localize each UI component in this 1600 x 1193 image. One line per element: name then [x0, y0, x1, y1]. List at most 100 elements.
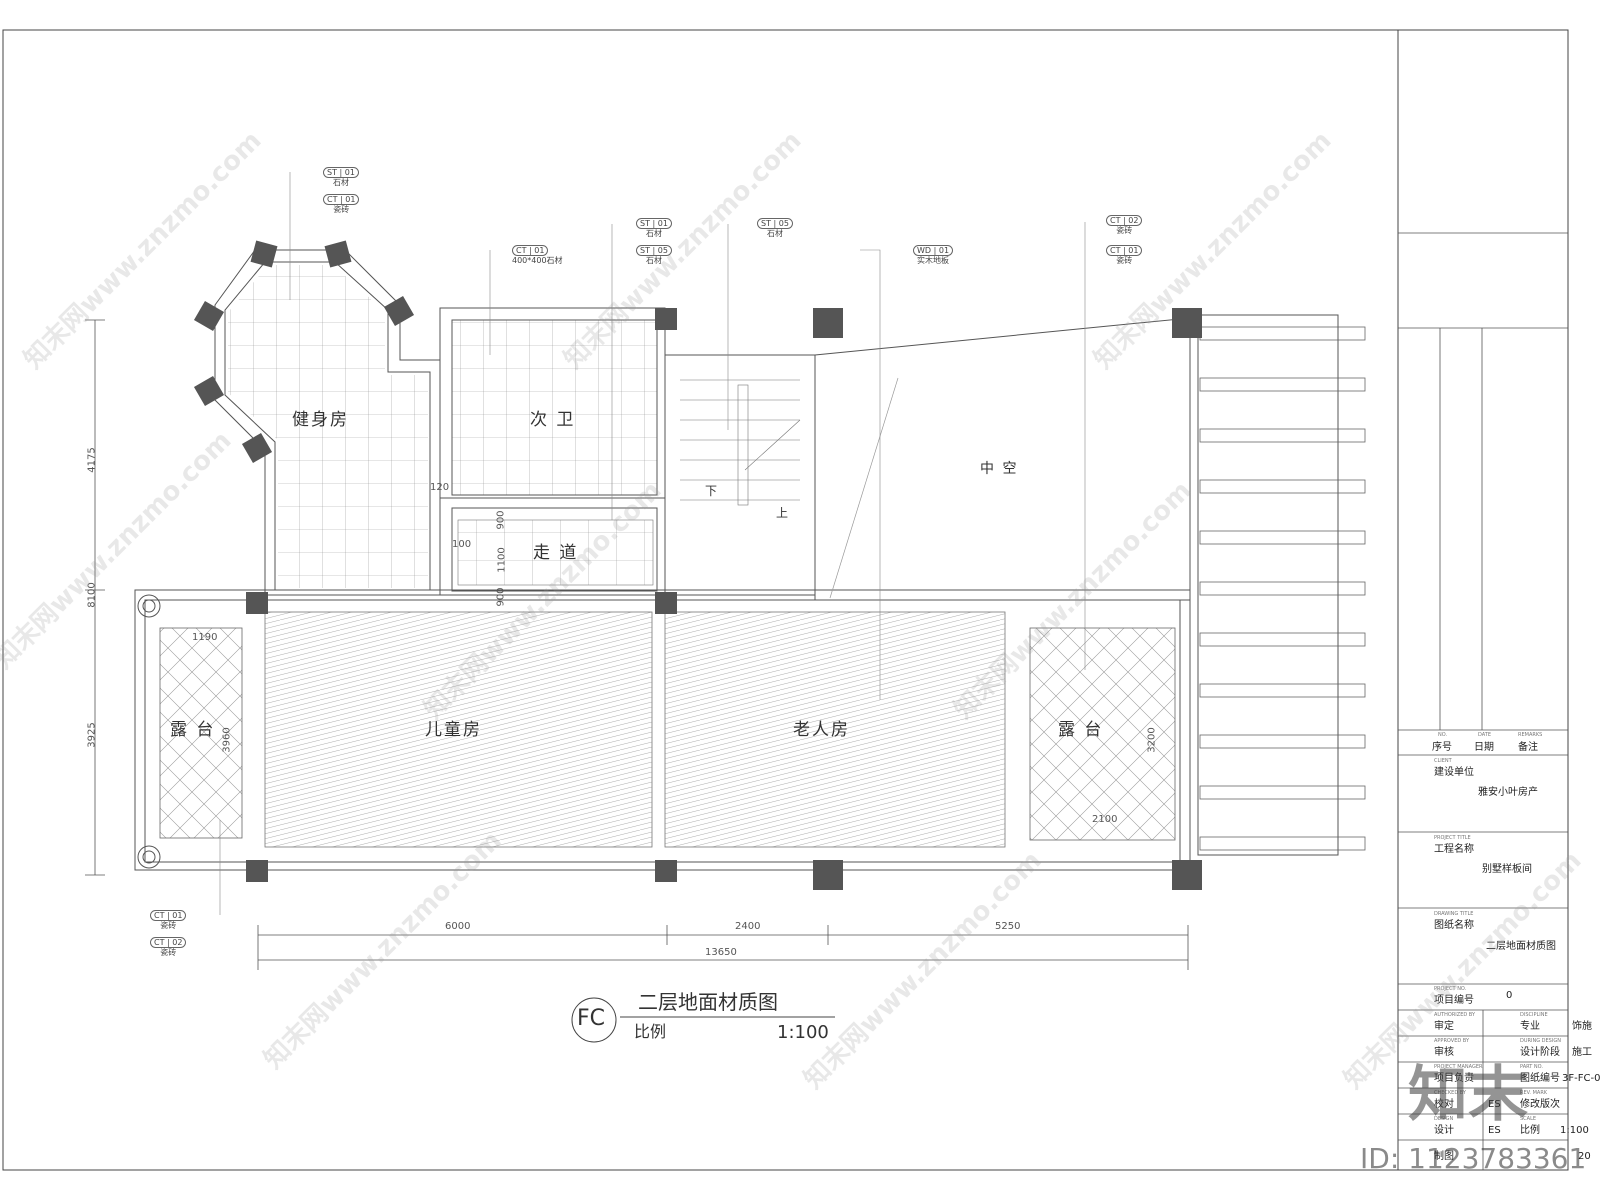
tb-project-cn: 工程名称 — [1434, 844, 1474, 855]
tb-rev-cn: 修改版次 — [1520, 1099, 1560, 1110]
room-terrace-left: 露 台 — [170, 720, 216, 740]
room-elder: 老人房 — [793, 720, 850, 740]
tb-design-cn: 设计 — [1434, 1125, 1454, 1136]
tb-project-value: 别墅样板间 — [1482, 864, 1532, 875]
room-corridor: 走 道 — [533, 543, 579, 563]
tb-no-cn: 序号 — [1432, 742, 1452, 753]
tb-manager-en: PROJECT MANAGER — [1434, 1064, 1483, 1070]
columns — [193, 240, 1202, 890]
tb-design-en: DESIGN — [1434, 1116, 1454, 1122]
tb-projno-en: PROJECT NO. — [1434, 986, 1467, 992]
tb-check-en: CHECKED BY — [1434, 1090, 1466, 1096]
kids-floor-wood — [264, 611, 1006, 848]
dim-2400: 2400 — [735, 921, 761, 932]
dim-3200: 3200 — [1146, 727, 1158, 753]
tb-partno-en: PART NO. — [1520, 1064, 1543, 1070]
tb-check-value: ES — [1488, 1099, 1501, 1110]
tb-scale-value: 1:100 — [1560, 1125, 1589, 1136]
room-gym: 健身房 — [292, 410, 349, 430]
room-children: 儿童房 — [425, 720, 482, 740]
dim-13650: 13650 — [705, 947, 737, 958]
scale-value: 1:100 — [777, 1022, 829, 1043]
tb-scale-cn: 比例 — [1520, 1125, 1540, 1136]
sheet-border — [2, 29, 1569, 1171]
dim-3925: 3925 — [86, 722, 98, 748]
tb-discipline-cn: 专业 — [1520, 1021, 1540, 1032]
dim-1190: 1190 — [192, 632, 218, 643]
tb-authorized-en: AUTHORIZED BY — [1434, 1012, 1476, 1018]
dim-900-top: 900 — [495, 510, 507, 530]
tb-drawing-value: 二层地面材质图 — [1486, 941, 1556, 952]
tb-client-value: 雅安小叶房产 — [1478, 787, 1538, 798]
drawing-code-circle — [571, 997, 617, 1043]
tb-client-cn: 建设单位 — [1434, 767, 1474, 778]
tb-approved-en: APPROVED BY — [1434, 1038, 1470, 1044]
tb-manager-cn: 项目负责 — [1434, 1073, 1474, 1084]
stair-down-label: 下 — [705, 484, 718, 498]
tb-discipline-en: DISCIPLINE — [1520, 1012, 1548, 1018]
dim-6000: 6000 — [445, 921, 471, 932]
tb-drawing-en: DRAWING TITLE — [1434, 911, 1474, 917]
tb-projno-value: 0 — [1506, 990, 1513, 1001]
tb-client-en: CLIENT — [1434, 758, 1452, 764]
corridor-floor — [457, 519, 654, 586]
leader-lines — [219, 172, 1086, 915]
tb-projno-cn: 项目编号 — [1434, 995, 1474, 1006]
tb-date-cn: 日期 — [1474, 742, 1494, 753]
watermark-logo: 知末 — [1408, 1060, 1528, 1130]
dim-120: 120 — [430, 482, 450, 493]
dim-4175: 4175 — [86, 447, 98, 473]
tb-rev-en: REV. MARK — [1520, 1090, 1548, 1096]
tb-date-en: DATE — [1478, 732, 1492, 738]
tb-partno-cn: 图纸编号 — [1520, 1073, 1560, 1084]
drawing-title: 二层地面材质图 — [638, 990, 778, 1014]
tb-stage-en: DURING DESIGN — [1520, 1038, 1561, 1044]
wall-outline — [134, 249, 1339, 871]
watermark-id: ID: 1123783361 — [1360, 1142, 1587, 1175]
dimension-lines — [85, 319, 1189, 970]
dim-5250: 5250 — [995, 921, 1021, 932]
tb-approved-cn: 审核 — [1434, 1047, 1454, 1058]
scale-label: 比例 — [634, 1022, 667, 1041]
gym-floor-grid — [228, 265, 428, 588]
tb-no-en: NO. — [1438, 732, 1448, 738]
room-terrace-right: 露 台 — [1058, 720, 1104, 740]
dim-1100: 1100 — [496, 547, 508, 573]
tb-draw-cn: 制图 — [1434, 1151, 1454, 1162]
terrace-posts — [137, 594, 161, 869]
tb-drawing-cn: 图纸名称 — [1434, 920, 1474, 931]
title-block-lines — [1398, 232, 1568, 1170]
tb-remark-en: REMARKS — [1518, 732, 1543, 738]
dim-3960: 3960 — [221, 727, 233, 753]
stair — [680, 379, 801, 506]
tb-project-en: PROJECT TITLE — [1434, 835, 1471, 841]
tb-check-cn: 校对 — [1434, 1099, 1454, 1110]
pergola — [1199, 326, 1366, 851]
tb-authorized-cn: 审定 — [1434, 1021, 1454, 1032]
room-void: 中 空 — [980, 461, 1019, 477]
stair-up-label: 上 — [776, 506, 789, 520]
tb-sheet-value: 20 — [1578, 1151, 1591, 1162]
dim-900-bottom: 900 — [495, 587, 507, 607]
room-bath: 次 卫 — [530, 410, 576, 430]
tb-stage-cn: 设计阶段 — [1520, 1047, 1560, 1058]
dim-100: 100 — [452, 539, 472, 550]
tb-stage-value: 施工 — [1572, 1047, 1592, 1058]
tb-design-value: ES — [1488, 1125, 1501, 1136]
tb-scale-en: SCALE — [1520, 1116, 1537, 1122]
tb-discipline-value: 饰施 — [1572, 1021, 1592, 1032]
tb-remark-cn: 备注 — [1518, 742, 1538, 753]
